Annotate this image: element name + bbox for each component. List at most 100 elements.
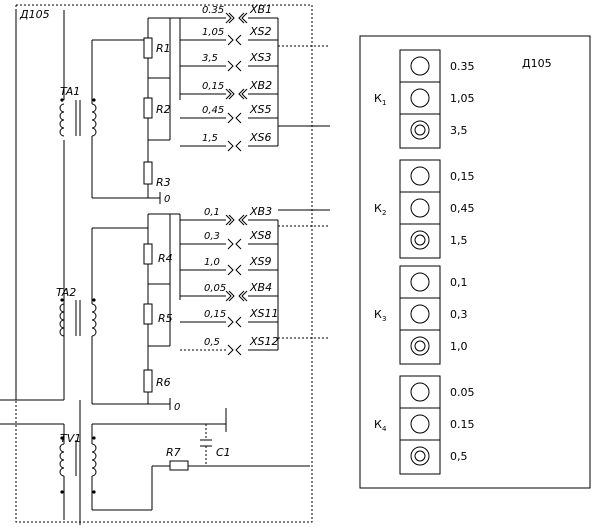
connector-socket <box>241 214 248 226</box>
connector-label: XB1 <box>249 3 272 16</box>
panel-frame <box>359 35 591 489</box>
resistor-r6 <box>143 369 153 393</box>
tap-value: 3,5 <box>202 53 218 64</box>
connector-socket <box>227 316 234 328</box>
socket-inner-icon <box>414 124 426 136</box>
connector-label: XS2 <box>249 25 272 38</box>
connector-socket <box>227 264 234 276</box>
socket-inner-icon <box>414 234 426 246</box>
socket-value: 0.05 <box>450 386 475 399</box>
connector-label: XB2 <box>249 79 272 92</box>
tv1-dot <box>92 490 96 494</box>
r6-label: R6 <box>156 376 171 389</box>
switch-block <box>399 159 441 259</box>
r4-label: R4 <box>158 252 173 265</box>
ta2-dot <box>60 298 64 302</box>
socket-value: 0,3 <box>450 308 468 321</box>
connector-socket <box>227 34 234 46</box>
connector-socket <box>241 88 248 100</box>
tv1-primary-coil <box>59 443 65 477</box>
socket-icon <box>410 88 430 108</box>
socket-value: 0,5 <box>450 450 468 463</box>
r5-label: R5 <box>158 312 173 325</box>
c1-label: C1 <box>216 446 231 459</box>
connector-socket <box>228 12 235 24</box>
connector-label: XS5 <box>249 103 272 116</box>
switch-group-label: К <box>374 308 382 321</box>
tap-value: 0,45 <box>202 105 224 116</box>
switch-block <box>399 375 441 475</box>
tv1-dot <box>60 490 64 494</box>
panel-title: Д105 <box>522 57 552 70</box>
ta1-dot <box>60 98 64 102</box>
switch-group-label: К <box>374 92 382 105</box>
socket-icon <box>410 304 430 324</box>
tap-value: 0,15 <box>204 309 226 320</box>
tap-value: 1,05 <box>202 27 224 38</box>
connector-label: XS9 <box>249 255 272 268</box>
ta1-dot <box>92 98 96 102</box>
tv1-label: TV1 <box>60 432 81 445</box>
connector-socket <box>238 290 245 302</box>
ta1-label: TA1 <box>60 85 80 98</box>
socket-value: 0,1 <box>450 276 468 289</box>
switch-group-sub: 1 <box>382 99 386 107</box>
connector-socket <box>241 290 248 302</box>
switch-block <box>399 49 441 149</box>
tap-value: 0,1 <box>204 207 220 218</box>
tap-value: 0,15 <box>202 81 224 92</box>
switch-group-sub: 3 <box>382 315 386 323</box>
socket-value: 3,5 <box>450 124 468 137</box>
switch-group-label: К <box>374 418 382 431</box>
zero-top-label: 0 <box>164 194 170 205</box>
connector-socket <box>235 112 242 124</box>
connector-label: XS12 <box>249 335 279 348</box>
socket-value: 0.35 <box>450 60 475 73</box>
resistor-r1 <box>143 37 153 59</box>
resistor-r4 <box>143 243 153 265</box>
connector-socket <box>228 290 235 302</box>
socket-icon <box>410 272 430 292</box>
switch-group-sub: 2 <box>382 209 386 217</box>
ta2-label: TA2 <box>56 286 76 299</box>
socket-inner-icon <box>414 340 426 352</box>
connector-socket <box>235 60 242 72</box>
ta2-primary-coil <box>59 303 65 337</box>
socket-icon <box>410 446 430 466</box>
connector-socket <box>235 34 242 46</box>
tap-value: 0,3 <box>204 231 220 242</box>
connector-socket <box>235 344 242 356</box>
connector-socket <box>227 344 234 356</box>
connector-socket <box>228 88 235 100</box>
connector-socket <box>225 12 232 24</box>
connector-socket <box>225 88 232 100</box>
resistor-r2 <box>143 97 153 119</box>
socket-icon <box>410 382 430 402</box>
socket-icon <box>410 336 430 356</box>
socket-value: 1,0 <box>450 340 468 353</box>
connector-socket <box>238 88 245 100</box>
switch-group-sub: 4 <box>382 425 387 433</box>
socket-icon <box>410 120 430 140</box>
resistor-r3 <box>143 161 153 185</box>
resistor-r5 <box>143 303 153 325</box>
connector-label: XB4 <box>249 281 272 294</box>
r1-label: R1 <box>156 42 171 55</box>
ta2-secondary-coil <box>91 303 97 337</box>
connector-socket <box>238 12 245 24</box>
connector-socket <box>227 60 234 72</box>
connector-socket <box>225 290 232 302</box>
connector-socket <box>227 112 234 124</box>
connector-label: XS8 <box>249 229 272 242</box>
connector-label: XB3 <box>249 205 272 218</box>
socket-icon <box>410 56 430 76</box>
tap-value: 0.35 <box>202 5 224 16</box>
connector-socket <box>228 214 235 226</box>
socket-value: 0,15 <box>450 170 475 183</box>
tap-value: 0,05 <box>204 283 226 294</box>
socket-icon <box>410 166 430 186</box>
tv1-secondary-coil <box>91 443 97 477</box>
tap-value: 0,5 <box>204 337 220 348</box>
connector-socket <box>225 214 232 226</box>
